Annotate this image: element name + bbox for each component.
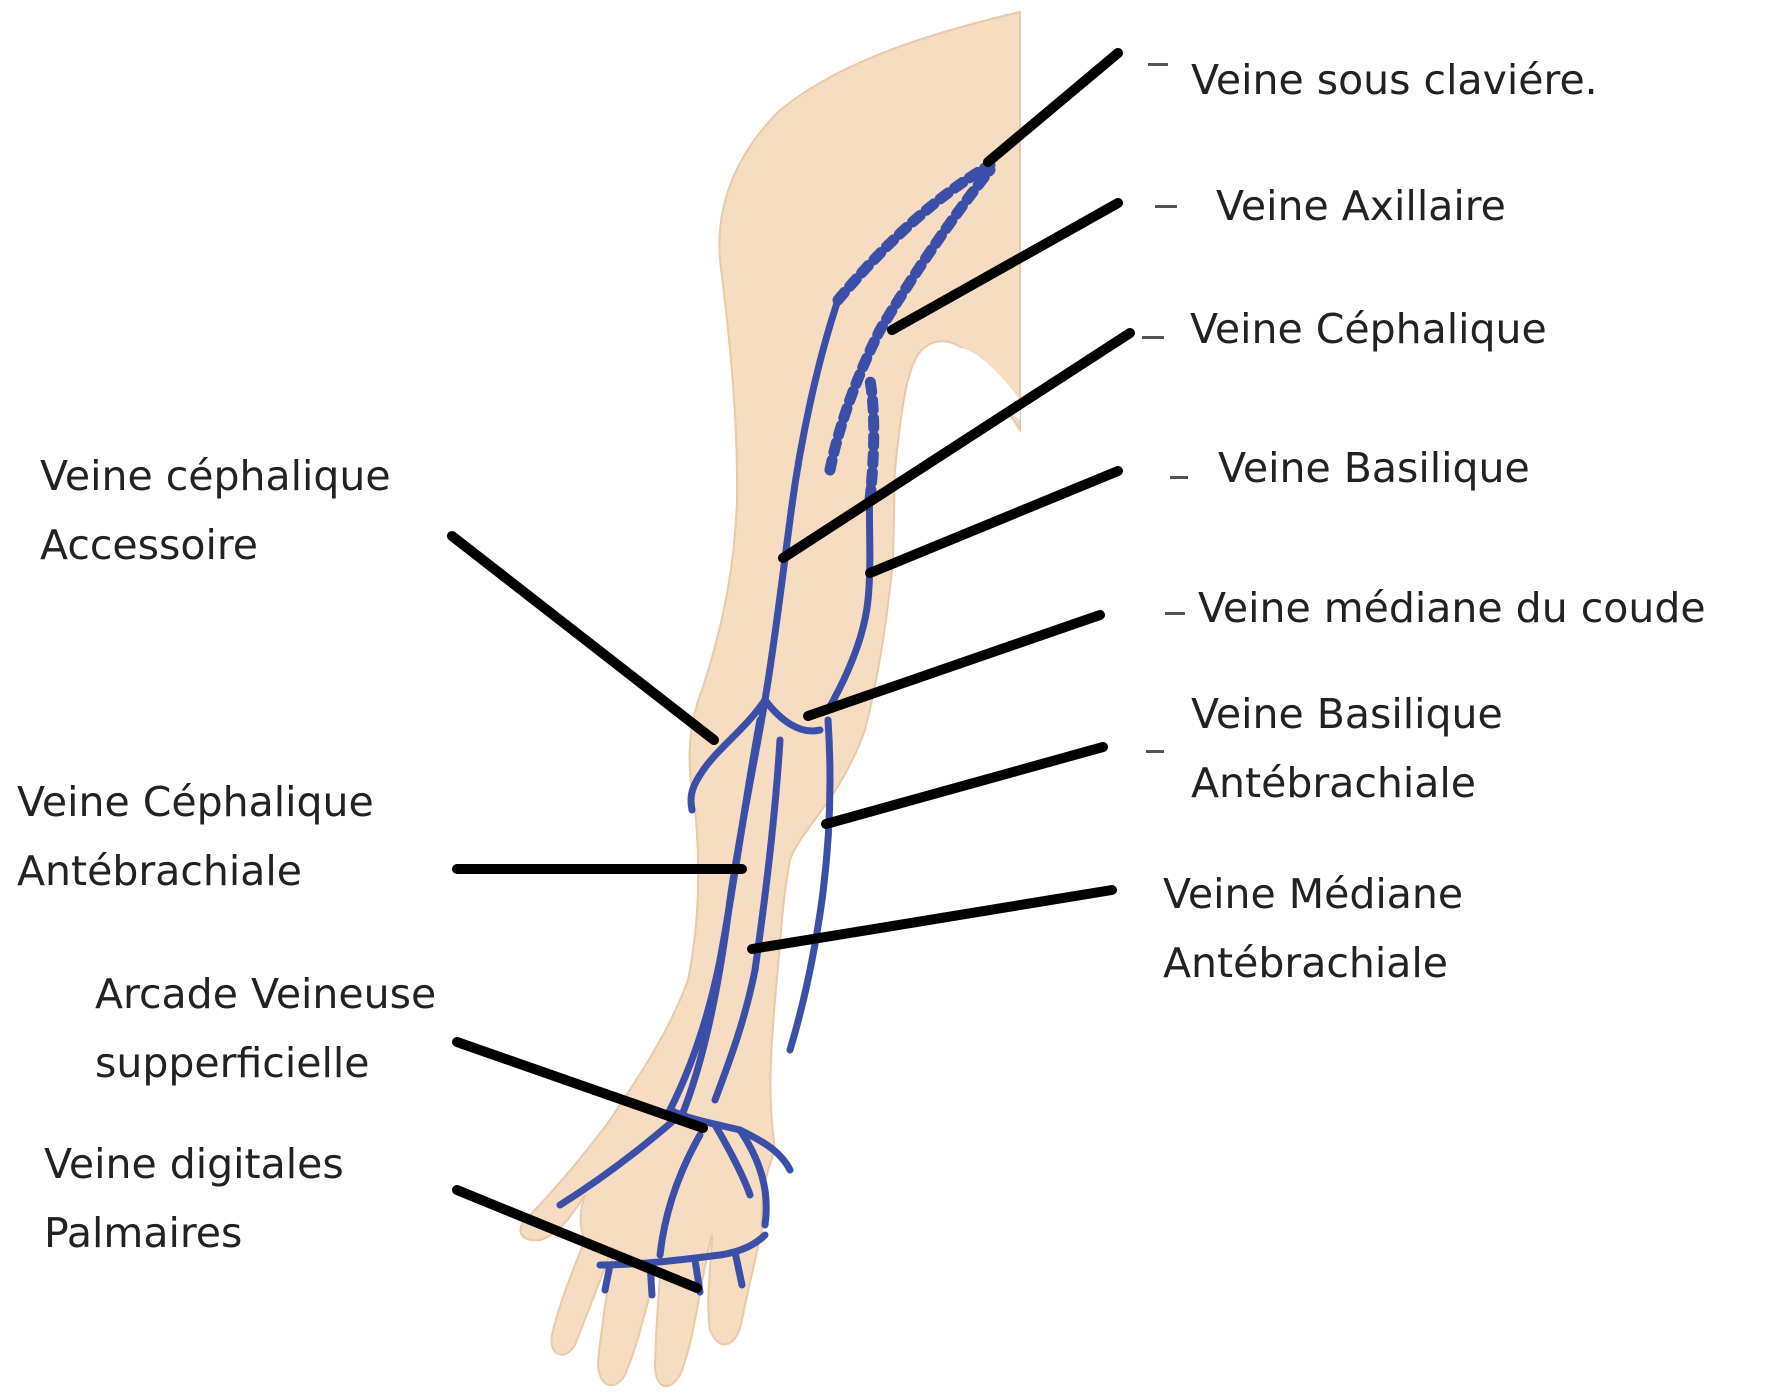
label-line: Veine céphalique — [40, 442, 391, 511]
label-line: Veine digitales — [44, 1130, 344, 1199]
dash-mark — [1165, 612, 1185, 615]
label-veine-mediane-antebrachiale: Veine Médiane Antébrachiale — [1163, 860, 1463, 998]
label-line: Antébrachiale — [17, 837, 374, 906]
label-veine-cephalique: Veine Céphalique — [1190, 295, 1547, 364]
label-line: Antébrachiale — [1191, 749, 1503, 818]
label-line: Veine médiane du coude — [1198, 574, 1706, 643]
label-veine-cephalique-antebrachiale: Veine Céphalique Antébrachiale — [17, 768, 374, 906]
label-line: Palmaires — [44, 1199, 344, 1268]
label-line: Veine sous claviére. — [1191, 46, 1598, 115]
label-veine-sous-claviere: Veine sous claviére. — [1191, 46, 1598, 115]
label-arcade-veineuse: Arcade Veineuse supperficielle — [95, 960, 436, 1098]
label-veine-basilique: Veine Basilique — [1218, 434, 1530, 503]
label-line: Veine Basilique — [1218, 434, 1530, 503]
label-line: Accessoire — [40, 511, 391, 580]
label-line: Veine Céphalique — [1190, 295, 1547, 364]
label-line: Veine Axillaire — [1216, 172, 1506, 241]
label-veine-axillaire: Veine Axillaire — [1216, 172, 1506, 241]
label-veine-digitales-palmaires: Veine digitales Palmaires — [44, 1130, 344, 1268]
leader-basilique — [870, 471, 1118, 573]
leader-cephalique-acc — [452, 536, 714, 740]
dash-mark — [1142, 336, 1164, 339]
label-line: Veine Céphalique — [17, 768, 374, 837]
label-line: Antébrachiale — [1163, 929, 1463, 998]
label-veine-basilique-antebrachiale: Veine Basilique Antébrachiale — [1191, 680, 1503, 818]
label-line: Veine Médiane — [1163, 860, 1463, 929]
dash-mark — [1148, 63, 1168, 66]
vein-digital-1 — [605, 1265, 610, 1290]
label-veine-cephalique-accessoire: Veine céphalique Accessoire — [40, 442, 391, 580]
dash-mark — [1170, 476, 1188, 479]
leader-basilique-ante — [826, 747, 1103, 824]
label-veine-mediane-coude: Veine médiane du coude — [1198, 574, 1706, 643]
dash-mark — [1155, 205, 1177, 208]
dash-mark — [1146, 750, 1164, 753]
label-line: supperficielle — [95, 1029, 436, 1098]
leader-mediane-ante — [752, 890, 1112, 949]
label-line: Arcade Veineuse — [95, 960, 436, 1029]
label-line: Veine Basilique — [1191, 680, 1503, 749]
